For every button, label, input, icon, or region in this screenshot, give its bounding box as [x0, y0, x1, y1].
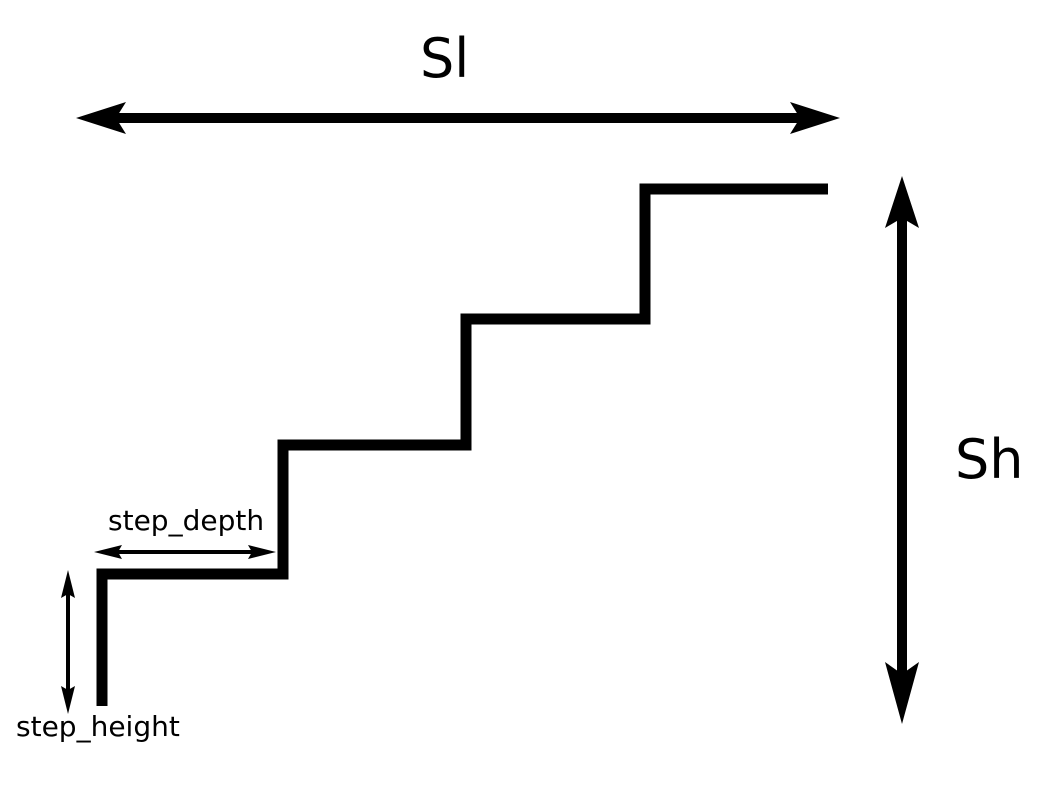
arrowhead-up-icon: [885, 176, 919, 228]
stair-height-arrow: [885, 176, 919, 724]
step-depth-label: step_depth: [108, 504, 264, 537]
arrowhead-up-icon: [61, 570, 75, 598]
step-height-label: step_height: [16, 710, 180, 743]
arrowhead-right-icon: [790, 102, 840, 134]
arrowhead-down-icon: [61, 686, 75, 714]
staircase-profile: [96, 183, 828, 706]
step-height-arrow: [61, 570, 75, 714]
step-depth-arrow: [94, 545, 276, 559]
stair-length-arrow: [76, 102, 840, 134]
stair-length-label: Sl: [420, 27, 469, 90]
arrowhead-down-icon: [885, 662, 919, 724]
arrowhead-left-icon: [76, 102, 126, 134]
arrowhead-right-icon: [248, 545, 276, 559]
stair-height-label: Sh: [955, 428, 1024, 491]
arrowhead-left-icon: [94, 545, 122, 559]
